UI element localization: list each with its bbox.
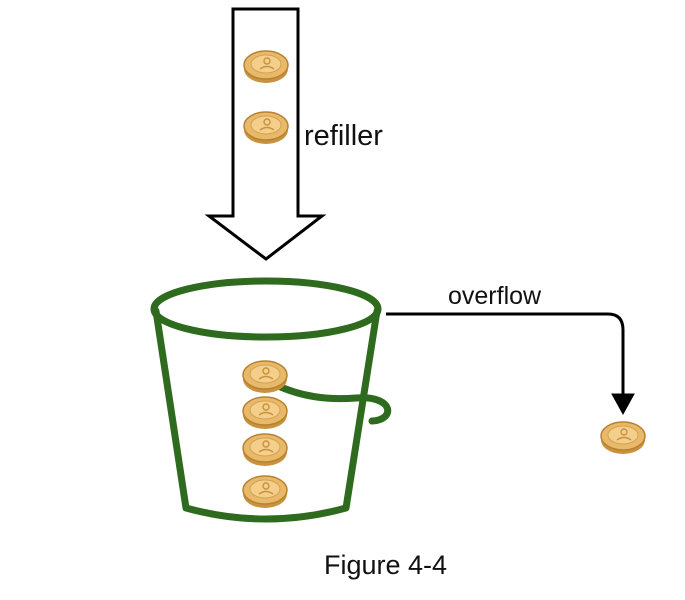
overflow-arrowhead bbox=[611, 393, 635, 416]
refiller-token-icon-1 bbox=[243, 50, 289, 84]
bucket-token-icon-2 bbox=[242, 396, 288, 430]
overflow-token-icon bbox=[600, 421, 646, 455]
bucket-token-icon-4 bbox=[242, 475, 288, 509]
refiller-token-icon-2 bbox=[243, 111, 289, 145]
refiller-label: refiller bbox=[304, 120, 383, 152]
bucket-icon bbox=[150, 277, 392, 523]
bucket-token-icon-3 bbox=[242, 433, 288, 467]
overflow-label: overflow bbox=[448, 282, 542, 310]
overflow-arrow bbox=[386, 312, 625, 398]
figure-caption: Figure 4-4 bbox=[324, 550, 447, 580]
bucket-token-icon-1 bbox=[242, 360, 288, 394]
